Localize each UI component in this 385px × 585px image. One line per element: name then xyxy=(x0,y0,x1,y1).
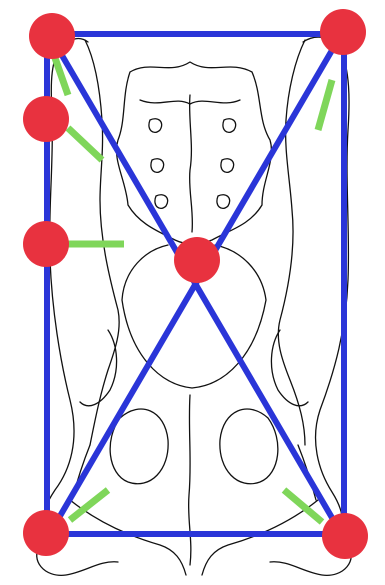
tick-left-upper xyxy=(68,128,102,160)
right-acetabulum xyxy=(271,330,308,406)
marker-top-right xyxy=(320,9,366,55)
sacrum-crest xyxy=(190,95,193,232)
marker-center xyxy=(174,237,220,283)
pubic-symphysis xyxy=(189,395,191,565)
left-acetabulum xyxy=(80,330,117,406)
sacrum-outline xyxy=(117,62,272,244)
right-inferior-ramus xyxy=(202,500,318,575)
marker-left-upper xyxy=(23,96,69,142)
left-inferior-ramus xyxy=(70,500,186,575)
sacrum-foramina-right xyxy=(217,119,236,209)
sacrum-foramina-left xyxy=(149,119,168,209)
marker-left-middle xyxy=(23,221,69,267)
pelvis-outline xyxy=(37,37,352,575)
marker-top-left xyxy=(29,13,75,59)
frame-overlay xyxy=(47,34,344,534)
right-obturator-foramen xyxy=(220,409,278,484)
marker-bottom-right xyxy=(322,513,368,559)
marker-bottom-left xyxy=(23,510,69,556)
tick-right-top xyxy=(318,80,332,130)
